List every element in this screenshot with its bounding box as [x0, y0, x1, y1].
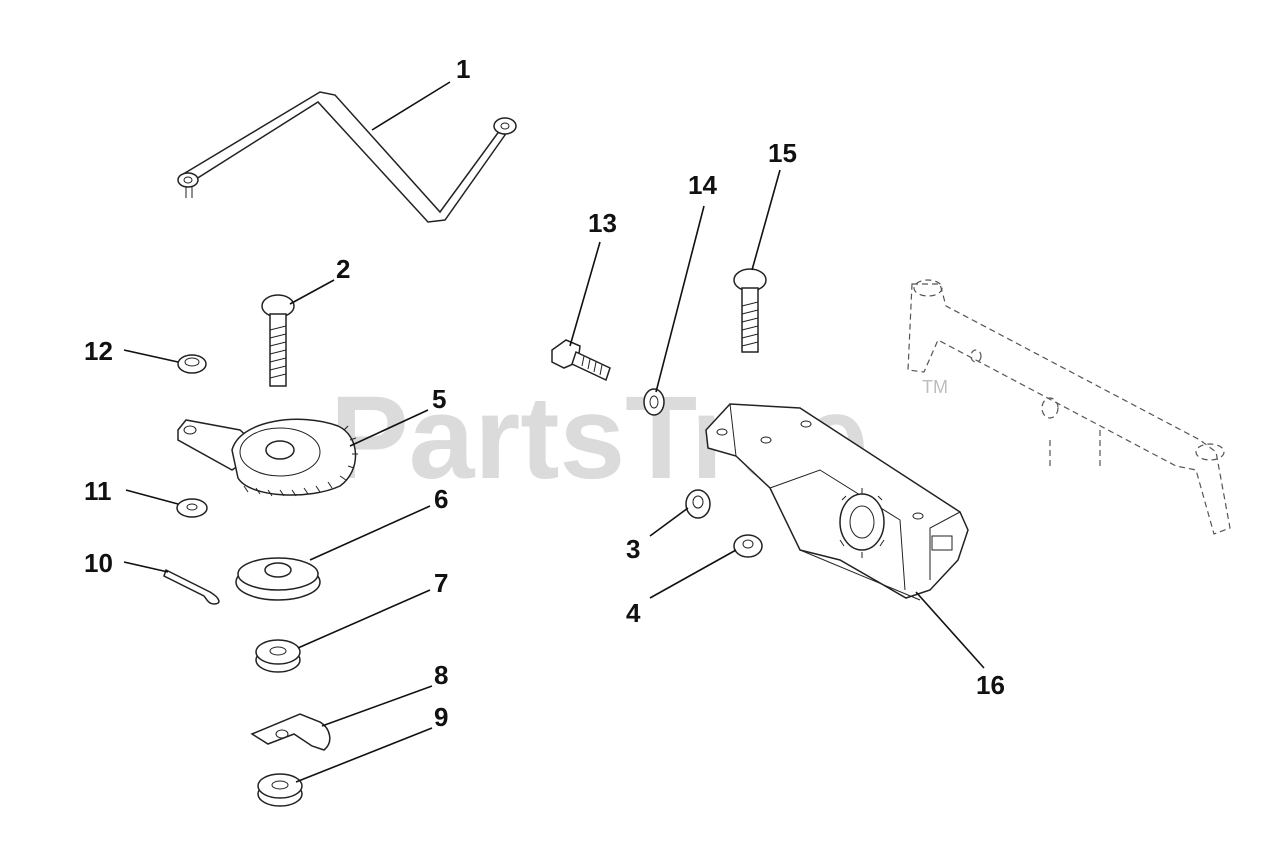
callout-2[interactable]: 2 — [336, 254, 350, 284]
callout-6[interactable]: 6 — [434, 484, 448, 514]
part-12-ring[interactable] — [177, 354, 207, 374]
part-9-nut[interactable] — [257, 773, 303, 807]
part-4-nut[interactable] — [733, 534, 763, 558]
callout-5[interactable]: 5 — [432, 384, 446, 414]
part-13-hex-bolt[interactable] — [551, 339, 611, 382]
part-10-cotter-pin[interactable] — [163, 568, 220, 605]
part-5-gear-bracket[interactable] — [177, 418, 358, 497]
callout-11[interactable]: 11 — [84, 476, 112, 506]
callout-8[interactable]: 8 — [434, 660, 448, 690]
frame-reference-ghost — [907, 279, 1231, 535]
part-14-lock-washer[interactable] — [643, 388, 665, 416]
callout-9[interactable]: 9 — [434, 702, 448, 732]
leader-lines — [123, 81, 985, 783]
part-11-washer[interactable] — [176, 498, 208, 518]
callout-12[interactable]: 12 — [84, 336, 113, 366]
callout-labels: 1 2 3 4 5 6 7 8 9 10 11 12 13 14 15 16 — [84, 54, 1005, 732]
part-8-clip[interactable] — [250, 713, 331, 751]
part-2-bolt[interactable] — [261, 294, 295, 387]
part-15-carriage-bolt[interactable] — [733, 268, 767, 353]
callout-3[interactable]: 3 — [626, 534, 640, 564]
part-6-pulley[interactable] — [235, 557, 321, 601]
watermark-trademark: TM — [922, 377, 948, 397]
part-16-bracket-assembly[interactable] — [705, 403, 969, 601]
callout-13[interactable]: 13 — [588, 208, 617, 238]
callout-16[interactable]: 16 — [976, 670, 1005, 700]
part-3-nut[interactable] — [685, 489, 711, 519]
callout-15[interactable]: 15 — [768, 138, 797, 168]
callout-4[interactable]: 4 — [626, 598, 641, 628]
callout-14[interactable]: 14 — [688, 170, 717, 200]
callout-10[interactable]: 10 — [84, 548, 113, 578]
callout-7[interactable]: 7 — [434, 568, 448, 598]
part-7-bushing[interactable] — [255, 639, 301, 673]
part-1-rod[interactable] — [177, 91, 517, 223]
callout-1[interactable]: 1 — [456, 54, 470, 84]
